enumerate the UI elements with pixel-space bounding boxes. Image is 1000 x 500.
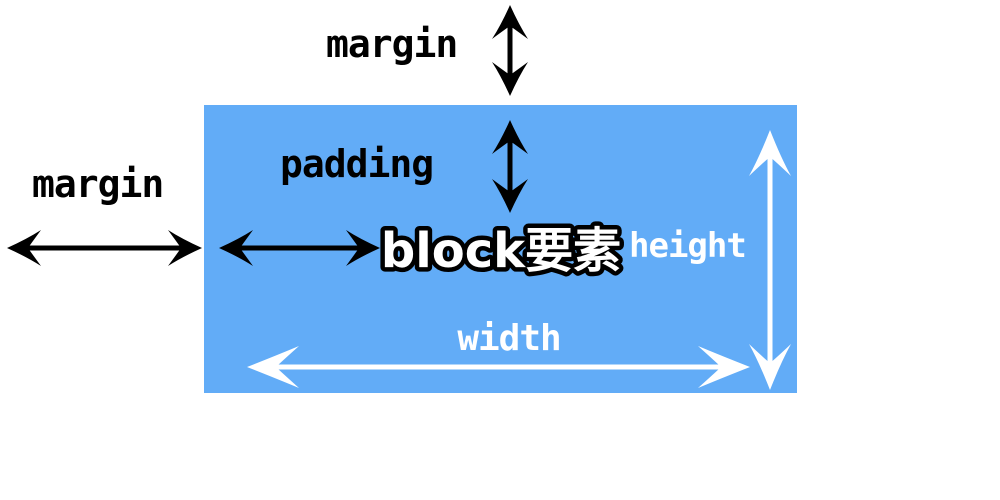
margin-left-label: margin xyxy=(32,162,164,206)
margin-top-label: margin xyxy=(326,22,458,66)
padding-label: padding xyxy=(280,142,434,186)
margin-left-arrow-icon xyxy=(7,230,202,266)
width-label: width xyxy=(457,318,561,359)
margin-top-arrow-icon xyxy=(492,5,528,96)
height-label: height xyxy=(629,226,747,266)
